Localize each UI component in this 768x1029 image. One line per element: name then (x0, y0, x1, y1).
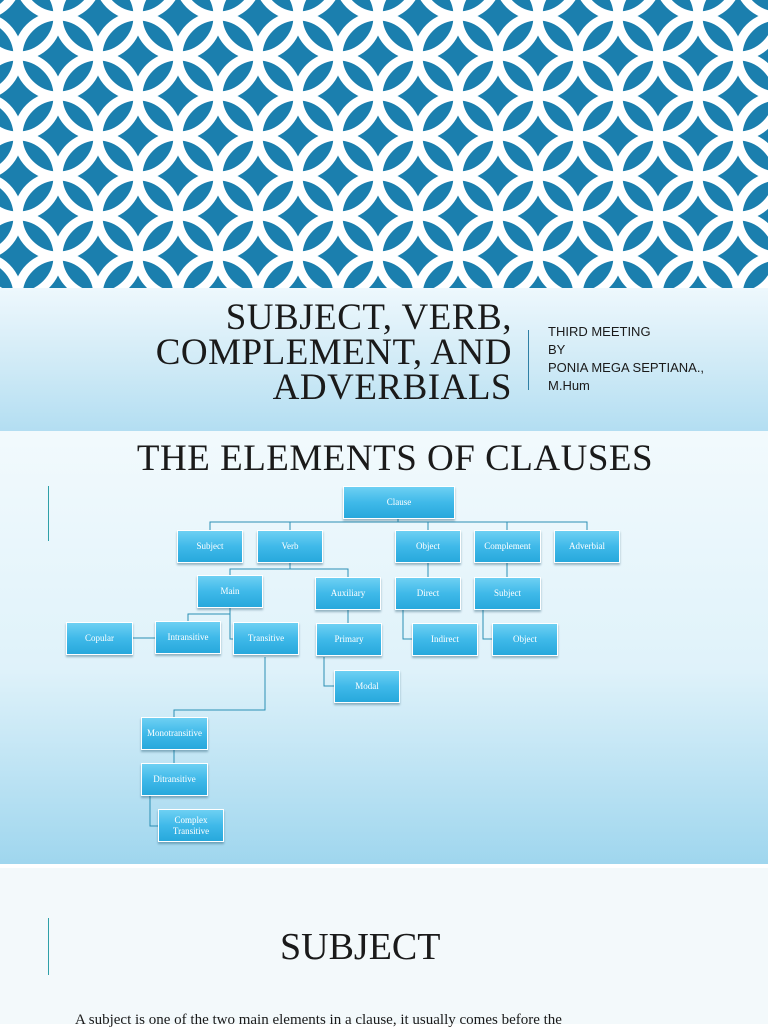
connector-line (398, 521, 429, 530)
elements-slide-title: THE ELEMENTS OF CLAUSES (136, 438, 654, 479)
node-main: Main (197, 575, 263, 608)
node-complex-transitive: Complex Transitive (158, 809, 224, 842)
node-object: Object (395, 530, 461, 563)
node-primary: Primary (316, 623, 382, 656)
connector-line (173, 657, 266, 717)
node-complement-object: Object (492, 623, 558, 656)
subject-slide-title: SUBJECT (280, 926, 441, 968)
connector-line (323, 657, 334, 687)
connector-line (428, 521, 508, 530)
meta-line: THIRD MEETING (548, 324, 651, 339)
presentation-title: Subject, Verb, Complement, and Adverbial… (155, 297, 512, 408)
title-band (0, 288, 768, 431)
node-complement-subject: Subject (474, 577, 541, 610)
connector-line (507, 521, 588, 530)
presentation-meta: THIRD MEETING BY PONIA MEGA SEPTIANA., M… (548, 323, 748, 395)
accent-bar (48, 918, 49, 975)
node-complement: Complement (474, 530, 541, 563)
node-direct: Direct (395, 577, 461, 610)
connector-line (290, 568, 349, 577)
node-auxiliary: Auxiliary (315, 577, 381, 610)
node-subject: Subject (177, 530, 243, 563)
connector-line (229, 608, 233, 640)
node-adverbial: Adverbial (554, 530, 620, 563)
node-ditransitive: Ditransitive (141, 763, 208, 796)
node-monotransitive: Monotransitive (141, 717, 208, 750)
accent-bar (48, 486, 49, 541)
connector-line (229, 563, 291, 575)
node-verb: Verb (257, 530, 323, 563)
slide-gap (0, 864, 768, 868)
connector-line (209, 518, 399, 530)
title-divider (528, 330, 529, 390)
decorative-pattern-banner (0, 0, 768, 288)
node-indirect: Indirect (412, 623, 478, 656)
subject-slide-body: A subject is one of the two main element… (75, 1012, 562, 1028)
node-modal: Modal (334, 670, 400, 703)
connector-line (402, 610, 412, 640)
meta-line: PONIA MEGA SEPTIANA., (548, 360, 705, 375)
node-copular: Copular (66, 622, 133, 655)
connector-line (149, 796, 158, 827)
connector-line (482, 610, 492, 640)
subject-slide (0, 868, 768, 1024)
node-clause: Clause (343, 486, 455, 519)
connector-line (187, 608, 231, 622)
meta-line: BY (548, 342, 566, 357)
node-transitive: Transitive (233, 622, 299, 655)
meta-line: M.Hum (548, 378, 590, 393)
node-intransitive: Intransitive (155, 621, 221, 654)
